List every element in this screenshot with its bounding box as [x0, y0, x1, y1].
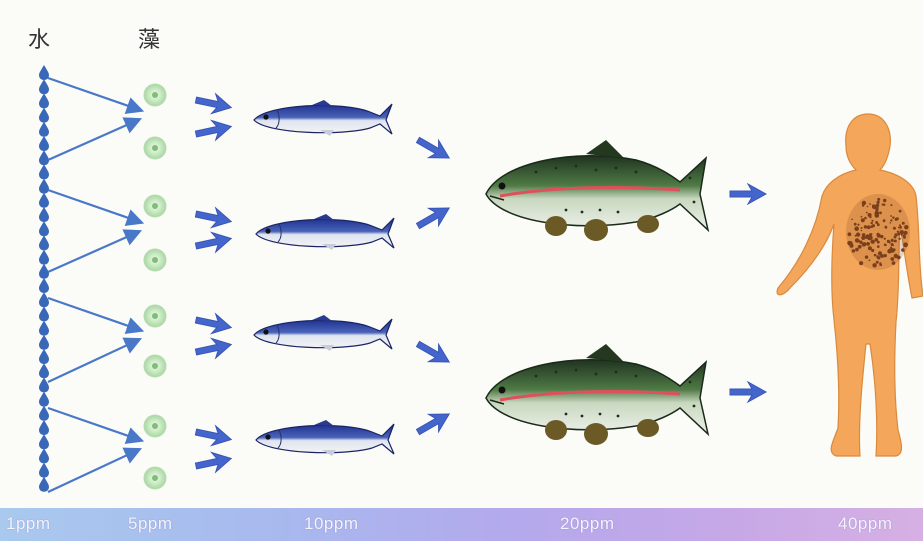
- transfer-arrow: [194, 310, 233, 337]
- thin-arrow: [48, 120, 138, 160]
- transfer-arrow: [194, 449, 233, 476]
- concentration-scale: 1ppm 5ppm 10ppm 20ppm 40ppm: [0, 508, 923, 541]
- water-drop: [39, 207, 49, 222]
- water-drop: [39, 420, 49, 435]
- water-drop: [39, 377, 49, 392]
- sardine-2: [256, 214, 394, 250]
- scale-label-5ppm: 5ppm: [128, 514, 173, 534]
- thin-arrow: [48, 232, 138, 272]
- thin-arrow: [48, 408, 140, 440]
- transfer-arrow: [194, 204, 233, 231]
- water-drop: [39, 179, 49, 194]
- human-figure: [777, 114, 923, 456]
- thin-arrow: [48, 450, 138, 492]
- water-drop: [39, 122, 49, 137]
- water-drop: [39, 108, 49, 123]
- water-drop: [39, 93, 49, 108]
- sardine-3: [254, 315, 392, 351]
- transfer-arrow: [194, 90, 233, 117]
- sardine-1: [254, 100, 392, 136]
- transfer-arrow: [194, 229, 233, 256]
- water-drop: [39, 65, 49, 80]
- water-drop: [39, 278, 49, 293]
- transfer-arrow: [194, 335, 233, 362]
- transfer-arrow: [194, 422, 233, 449]
- transfer-arrow: [730, 382, 766, 402]
- thin-arrow: [48, 78, 140, 110]
- transfer-arrow: [194, 117, 233, 144]
- transfer-arrow: [413, 199, 454, 234]
- water-to-algae-arrows: [48, 78, 140, 492]
- thin-arrow: [48, 190, 140, 222]
- sardine-4: [256, 420, 394, 456]
- transfer-arrow: [730, 184, 766, 204]
- water-drop: [39, 150, 49, 165]
- water-drop: [39, 392, 49, 407]
- water-drop: [39, 363, 49, 378]
- scale-label-1ppm: 1ppm: [6, 514, 51, 534]
- water-drop: [39, 164, 49, 179]
- transfer-arrow: [413, 131, 454, 166]
- trout-fish: [486, 140, 708, 445]
- thin-arrow: [48, 298, 140, 330]
- water-drop: [39, 349, 49, 364]
- water-drop: [39, 221, 49, 236]
- water-drop: [39, 321, 49, 336]
- trout-1: [486, 140, 708, 241]
- scale-label-40ppm: 40ppm: [838, 514, 892, 534]
- water-drop: [39, 448, 49, 463]
- water-drop: [39, 292, 49, 307]
- transfer-arrows: [194, 90, 766, 476]
- transfer-arrow: [413, 405, 454, 440]
- scale-label-20ppm: 20ppm: [560, 514, 614, 534]
- water-drop: [39, 136, 49, 151]
- water-drop: [39, 406, 49, 421]
- water-drop: [39, 79, 49, 94]
- scale-label-10ppm: 10ppm: [304, 514, 358, 534]
- water-drop: [39, 306, 49, 321]
- water-drop: [39, 250, 49, 265]
- algae-cells: [144, 84, 166, 489]
- water-drop: [39, 463, 49, 478]
- sardines: [254, 100, 394, 456]
- trout-2: [486, 344, 708, 445]
- water-drop: [39, 193, 49, 208]
- thin-arrow: [48, 340, 138, 382]
- water-drop: [39, 434, 49, 449]
- water-drop: [39, 477, 49, 492]
- water-drop: [39, 264, 49, 279]
- transfer-arrow: [413, 335, 454, 370]
- water-drop: [39, 335, 49, 350]
- water-drops: [39, 65, 49, 492]
- water-drop: [39, 235, 49, 250]
